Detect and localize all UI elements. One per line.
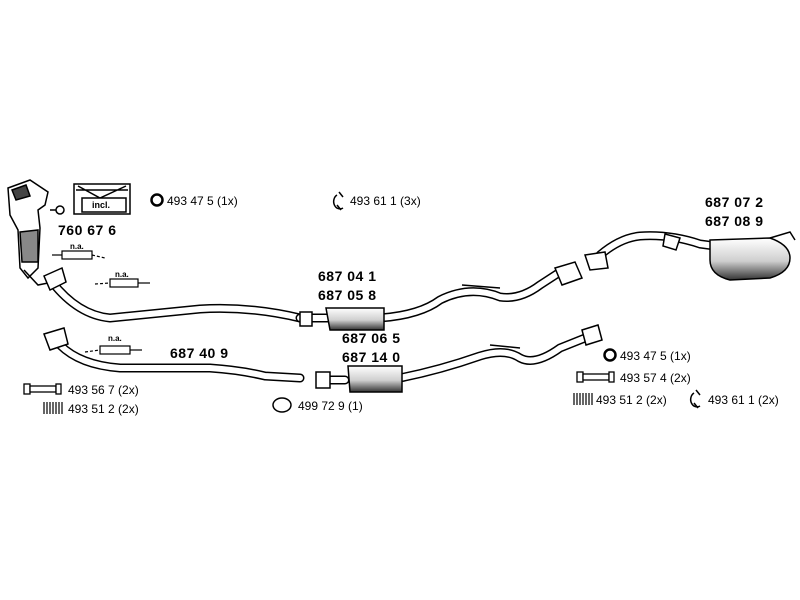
clamp-icon-right [689,389,701,409]
kit-box-icon [73,183,131,215]
hardware-ring-top: 493 47 5 (1x) [167,194,238,208]
part-number-mid-pipe-upper-b: 687 05 8 [318,287,377,303]
hardware-gasket-bottom: 499 72 9 (1) [298,399,363,413]
oxygen-sensor-upper-2 [94,278,150,288]
gasket-icon-bottom [272,397,292,413]
hardware-clamp-top: 493 61 1 (3x) [350,194,421,208]
part-number-mid-pipe-lower-b: 687 14 0 [342,349,401,365]
spring-icon-right [573,393,593,405]
upper-middle-silencer [299,261,584,331]
bolt-icon-left [23,383,62,395]
spring-icon-left [43,402,63,414]
lower-front-flange [43,327,69,351]
hardware-bolt-left: 493 56 7 (2x) [68,383,139,397]
part-number-mid-pipe-upper-a: 687 04 1 [318,268,377,284]
part-number-rear-silencer-a: 687 07 2 [705,194,764,210]
bolt-icon-right [576,371,615,383]
kit-included-label: incl. [92,200,111,210]
not-available-label-1: n.a. [70,242,84,251]
not-available-label-3: n.a. [108,334,122,343]
clamp-icon-top [332,191,344,211]
ring-icon-top [150,193,164,207]
hardware-bolt-right: 493 57 4 (2x) [620,371,691,385]
part-number-catalyst: 760 67 6 [58,222,117,238]
upper-front-flange [43,266,67,292]
not-available-label-2: n.a. [115,270,129,279]
part-number-mid-pipe-lower-a: 687 06 5 [342,330,401,346]
hardware-spring-left: 493 51 2 (2x) [68,402,139,416]
rear-silencer [584,231,796,281]
part-number-rear-silencer-b: 687 08 9 [705,213,764,229]
hardware-clamp-right: 493 61 1 (2x) [708,393,779,407]
oxygen-sensor-upper-1 [52,250,106,260]
ring-icon-right [603,348,617,362]
oxygen-sensor-lower [84,345,142,355]
hardware-spring-right: 493 51 2 (2x) [596,393,667,407]
lower-middle-silencer [315,324,603,393]
catalytic-converter [7,179,65,286]
part-number-front-pipe-lower: 687 40 9 [170,345,229,361]
hardware-ring-right: 493 47 5 (1x) [620,349,691,363]
